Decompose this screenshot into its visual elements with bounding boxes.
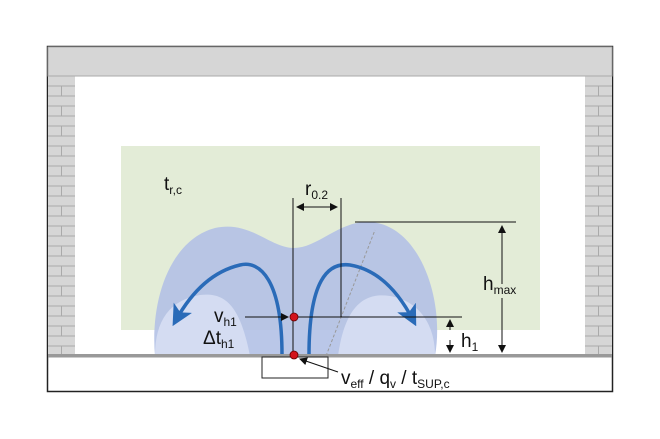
- airflow-arrow-left: [172, 262, 284, 356]
- radius-label: r0.2: [305, 179, 328, 202]
- dth1-label: Δth1: [203, 328, 235, 351]
- supply-point: [289, 350, 299, 360]
- hmax-label: hmax: [483, 274, 516, 297]
- dimension-lines: [245, 198, 516, 373]
- supply-diffuser: [261, 356, 329, 379]
- measurement-point-h1: [289, 312, 299, 322]
- supply-label: veff / qv / tSUP,c: [341, 368, 450, 391]
- airflow-arrow-right: [307, 262, 417, 356]
- spread-angle-line: [325, 229, 376, 357]
- h1-label: h1: [461, 331, 479, 354]
- vh1-label: vh1: [214, 306, 237, 329]
- ceiling: [47, 46, 613, 77]
- floor: [48, 354, 612, 358]
- left-brick-wall: [48, 75, 75, 356]
- right-brick-wall: [585, 75, 612, 356]
- room-temp-label: tr,c: [164, 174, 182, 197]
